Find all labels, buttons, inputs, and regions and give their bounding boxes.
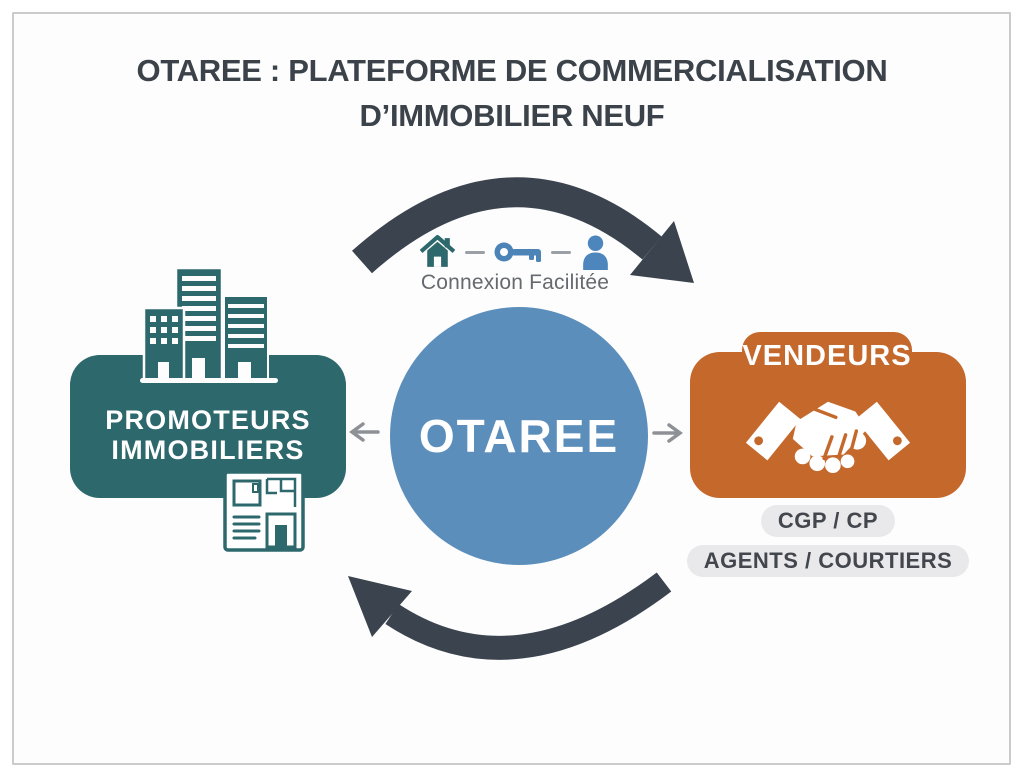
buildings-icon <box>140 266 278 383</box>
promoters-label: PROMOTEURS IMMOBILIERS <box>105 404 311 465</box>
page-title-line1: OTAREE : PLATEFORME DE COMMERCIALISATION <box>136 53 888 88</box>
floorplan-icon <box>223 470 305 552</box>
house-icon <box>419 234 456 267</box>
page-title: OTAREE : PLATEFORME DE COMMERCIALISATION… <box>0 48 1024 138</box>
person-icon <box>583 235 608 270</box>
tag-agents-courtiers: AGENTS / COURTIERS <box>686 545 970 577</box>
tag-cgp-cp: CGP / CP <box>760 505 896 537</box>
key-icon <box>494 242 541 262</box>
handshake-icon <box>745 401 911 474</box>
vendors-tags: CGP / CP AGENTS / COURTIERS <box>686 505 970 577</box>
connector-dash <box>551 250 571 254</box>
platform-circle: OTAREE <box>390 307 648 565</box>
platform-name: OTAREE <box>418 410 620 462</box>
connexion-caption: Connexion Facilitée <box>420 271 610 294</box>
vendors-label: VENDEURS <box>742 340 912 372</box>
connexion-icons-row <box>400 232 630 272</box>
connector-dash <box>465 250 485 254</box>
page-title-line2: D’IMMOBILIER NEUF <box>359 98 665 133</box>
